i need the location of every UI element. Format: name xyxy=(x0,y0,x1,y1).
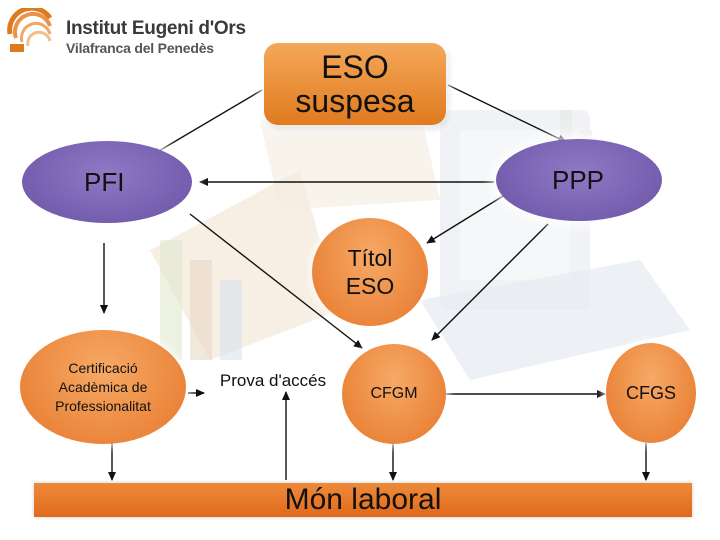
node-mon-laboral: Món laboral xyxy=(34,483,692,517)
node-eso-suspesa: ESO suspesa xyxy=(264,43,446,125)
node-certificacio: Certificació Acadèmica de Professionalit… xyxy=(20,330,186,444)
node-prova-acces: Prova d'accés xyxy=(219,371,327,390)
school-name: Institut Eugeni d'Ors xyxy=(66,18,246,39)
node-pfi: PFI xyxy=(22,141,192,223)
school-location: Vilafranca del Penedès xyxy=(66,40,214,56)
node-cfgm: CFGM xyxy=(342,344,446,444)
school-logo-icon xyxy=(7,8,53,52)
node-ppp: PPP xyxy=(496,139,662,221)
mon-laboral-label: Món laboral xyxy=(284,483,442,516)
node-titol-eso: Títol ESO xyxy=(312,218,428,326)
node-cfgs: CFGS xyxy=(606,343,696,443)
